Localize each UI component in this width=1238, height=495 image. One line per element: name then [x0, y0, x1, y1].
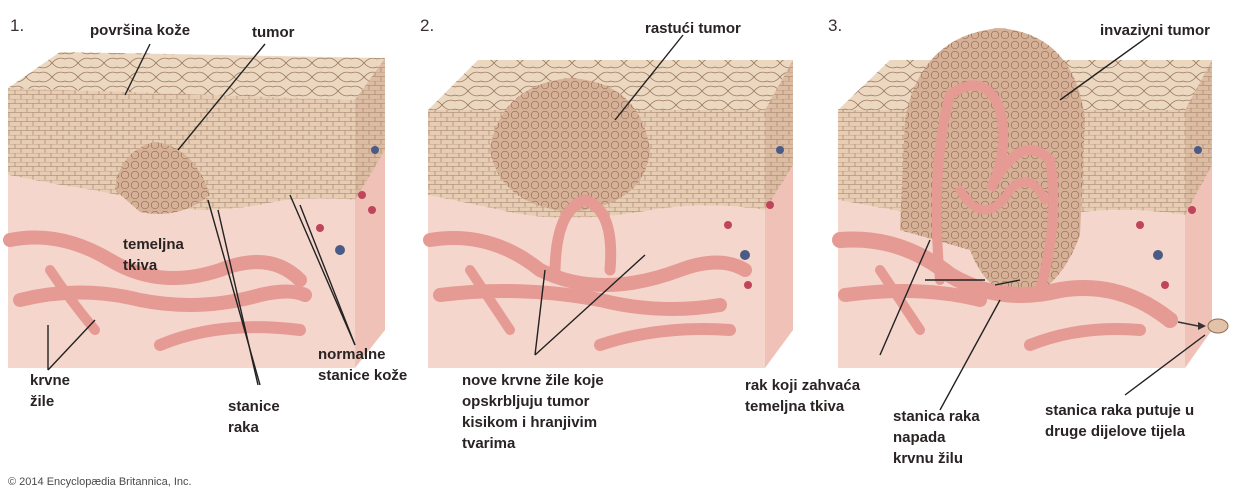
panel-1-block — [8, 52, 385, 368]
label-povrsina-koze: površina kože — [90, 20, 190, 41]
label-stanice-raka: stanice raka — [228, 396, 280, 438]
label-normalne-stanice: normalne stanice kože — [318, 344, 407, 386]
label-tumor: tumor — [252, 22, 295, 43]
label-rastuci-tumor: rastući tumor — [645, 18, 741, 39]
label-stanica-putuje: stanica raka putuje u druge dijelove tij… — [1045, 400, 1194, 442]
label-nove-krvne-zile: nove krvne žile koje opskrbljuju tumor k… — [462, 370, 604, 454]
copyright-credit: © 2014 Encyclopædia Britannica, Inc. — [8, 476, 192, 488]
label-rak-zahvaca: rak koji zahvaća temeljna tkiva — [745, 375, 860, 417]
panel-1-number: 1. — [10, 16, 24, 36]
label-invazivni-tumor: invazivni tumor — [1100, 20, 1210, 41]
panel-2-number: 2. — [420, 16, 434, 36]
panel-2-block — [428, 60, 793, 368]
label-stanica-napada: stanica raka napada krvnu žilu — [893, 406, 980, 469]
label-krvne-zile: krvne žile — [30, 370, 70, 412]
label-temeljna-tkiva: temeljna tkiva — [123, 234, 184, 276]
panel-3-number: 3. — [828, 16, 842, 36]
